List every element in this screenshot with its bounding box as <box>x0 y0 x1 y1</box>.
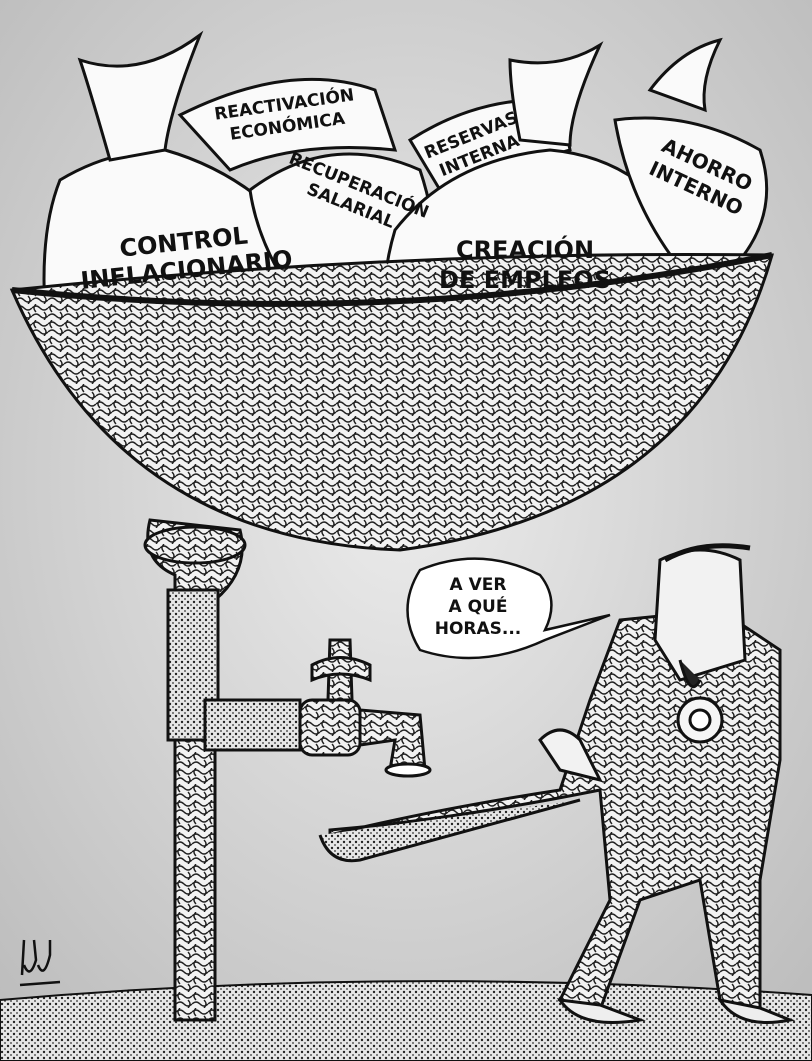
artist-signature <box>19 939 61 987</box>
ground <box>0 980 812 1061</box>
man-figure <box>318 543 796 1024</box>
bag-label-line: CREACIÓN <box>456 234 594 264</box>
speech-line: HORAS... <box>435 619 522 639</box>
speech-bubble: A VER A QUÉ HORAS... <box>406 557 611 660</box>
speech-line: A VER <box>450 575 507 595</box>
faucet-icon <box>298 638 432 778</box>
bag-label-line: DE EMPLEOS <box>439 266 611 294</box>
speech-line: A QUÉ <box>449 595 508 617</box>
sink-basin <box>9 252 774 565</box>
bag-label-creacion-de-empleos: CREACIÓN DE EMPLEOS <box>439 234 611 294</box>
drain-pipe <box>146 518 302 1022</box>
